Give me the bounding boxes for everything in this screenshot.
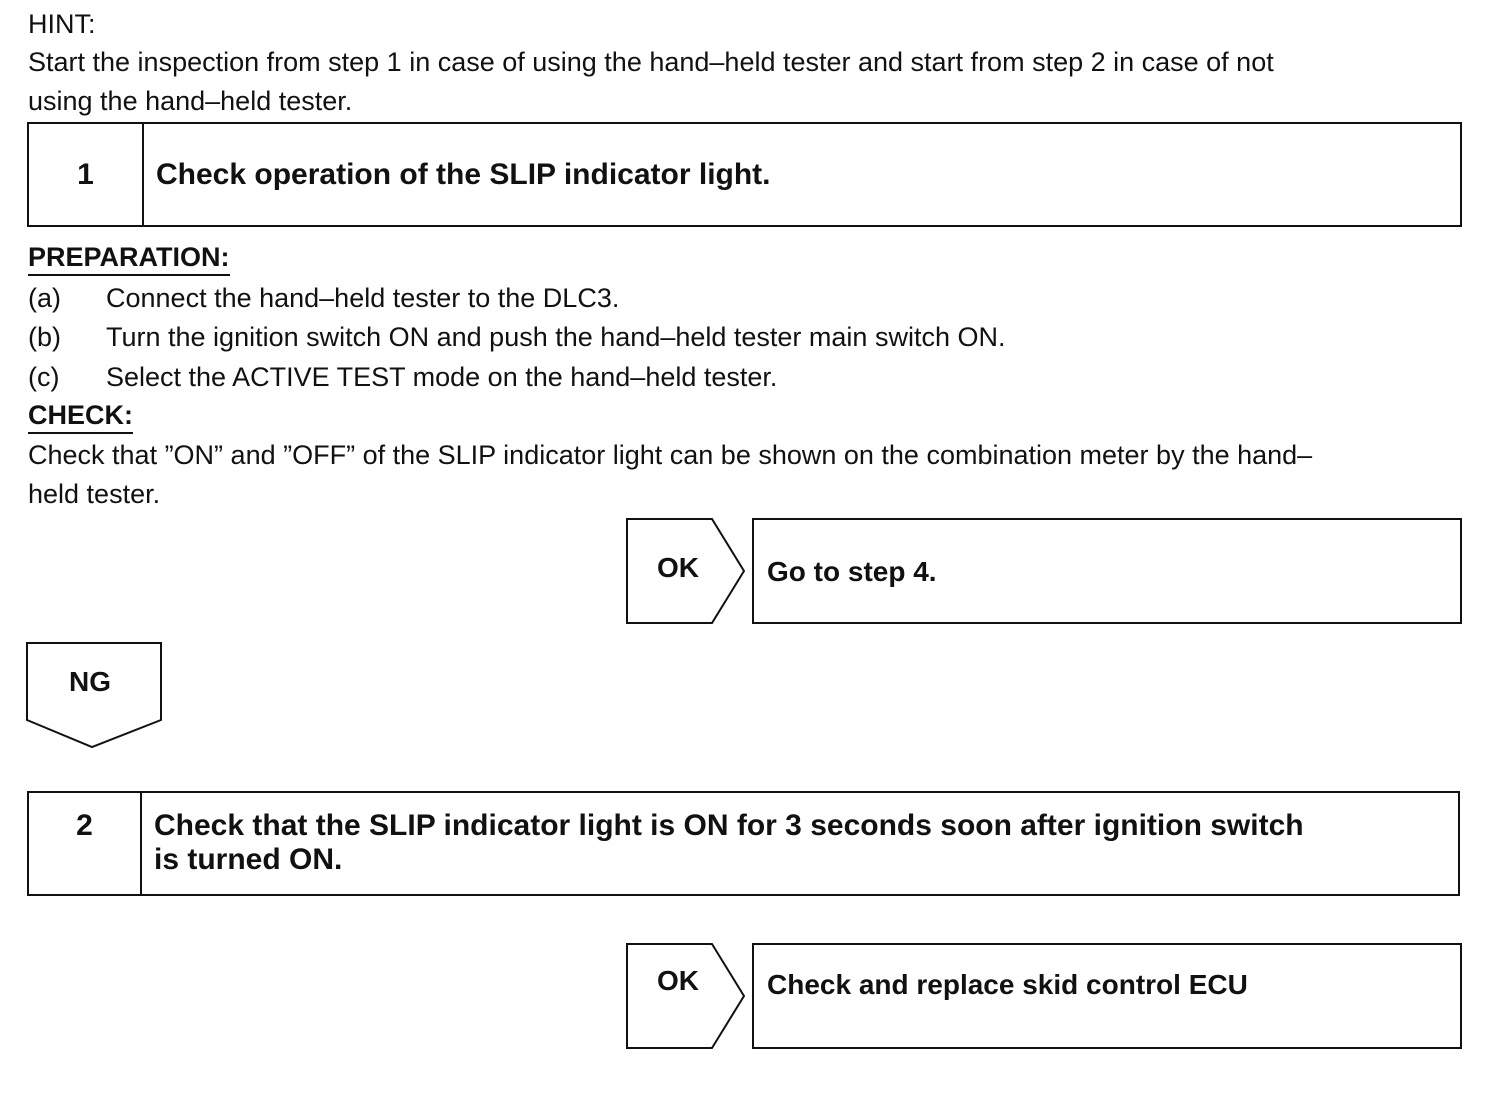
- preparation-item-c-mark: (c): [28, 362, 60, 392]
- preparation-item-a-mark: (a): [28, 283, 61, 313]
- ok-arrow-shape-1: [626, 518, 746, 624]
- step-1-title: Check operation of the SLIP indicator li…: [156, 157, 771, 191]
- ng-arrow-shape: [26, 642, 162, 749]
- preparation-item-a-text: Connect the hand–held tester to the DLC3…: [106, 283, 620, 313]
- preparation-item-b: (b) Turn the ignition switch ON and push…: [28, 317, 1428, 357]
- ng-label: NG: [69, 666, 111, 697]
- preparation-item-a: (a) Connect the hand–held tester to the …: [28, 278, 1428, 318]
- preparation-item-c-text: Select the ACTIVE TEST mode on the hand–…: [106, 362, 778, 392]
- preparation-heading: PREPARATION:: [28, 240, 230, 276]
- ok-arrow-shape-2: [626, 943, 746, 1049]
- preparation-item-c: (c) Select the ACTIVE TEST mode on the h…: [28, 357, 1428, 397]
- check-text-line2: held tester.: [28, 479, 161, 509]
- ok-label-1: OK: [657, 552, 699, 583]
- hint-text-line2: using the hand–held tester.: [28, 86, 353, 116]
- ok-label-2: OK: [657, 965, 699, 996]
- ok-action-box-2: Check and replace skid control ECU: [752, 943, 1462, 1049]
- ok-action-box-1: Go to step 4.: [752, 518, 1462, 624]
- step-2-title-line1: Check that the SLIP indicator light is O…: [154, 809, 1304, 842]
- check-text-line1: Check that ”ON” and ”OFF” of the SLIP in…: [28, 440, 1313, 470]
- step-2-title: Check that the SLIP indicator light is O…: [142, 793, 1458, 894]
- hint-label: HINT:: [28, 9, 96, 39]
- step-1-box: 1 Check operation of the SLIP indicator …: [27, 122, 1462, 227]
- step-2-number: 2: [29, 793, 142, 894]
- hint-text-line1: Start the inspection from step 1 in case…: [28, 47, 1274, 77]
- step-1-number: 1: [29, 124, 144, 225]
- preparation-item-b-mark: (b): [28, 322, 61, 352]
- check-heading: CHECK:: [28, 398, 133, 434]
- step-2-box: 2 Check that the SLIP indicator light is…: [27, 791, 1460, 896]
- preparation-item-b-text: Turn the ignition switch ON and push the…: [106, 322, 1006, 352]
- step-2-title-line2: is turned ON.: [154, 843, 343, 876]
